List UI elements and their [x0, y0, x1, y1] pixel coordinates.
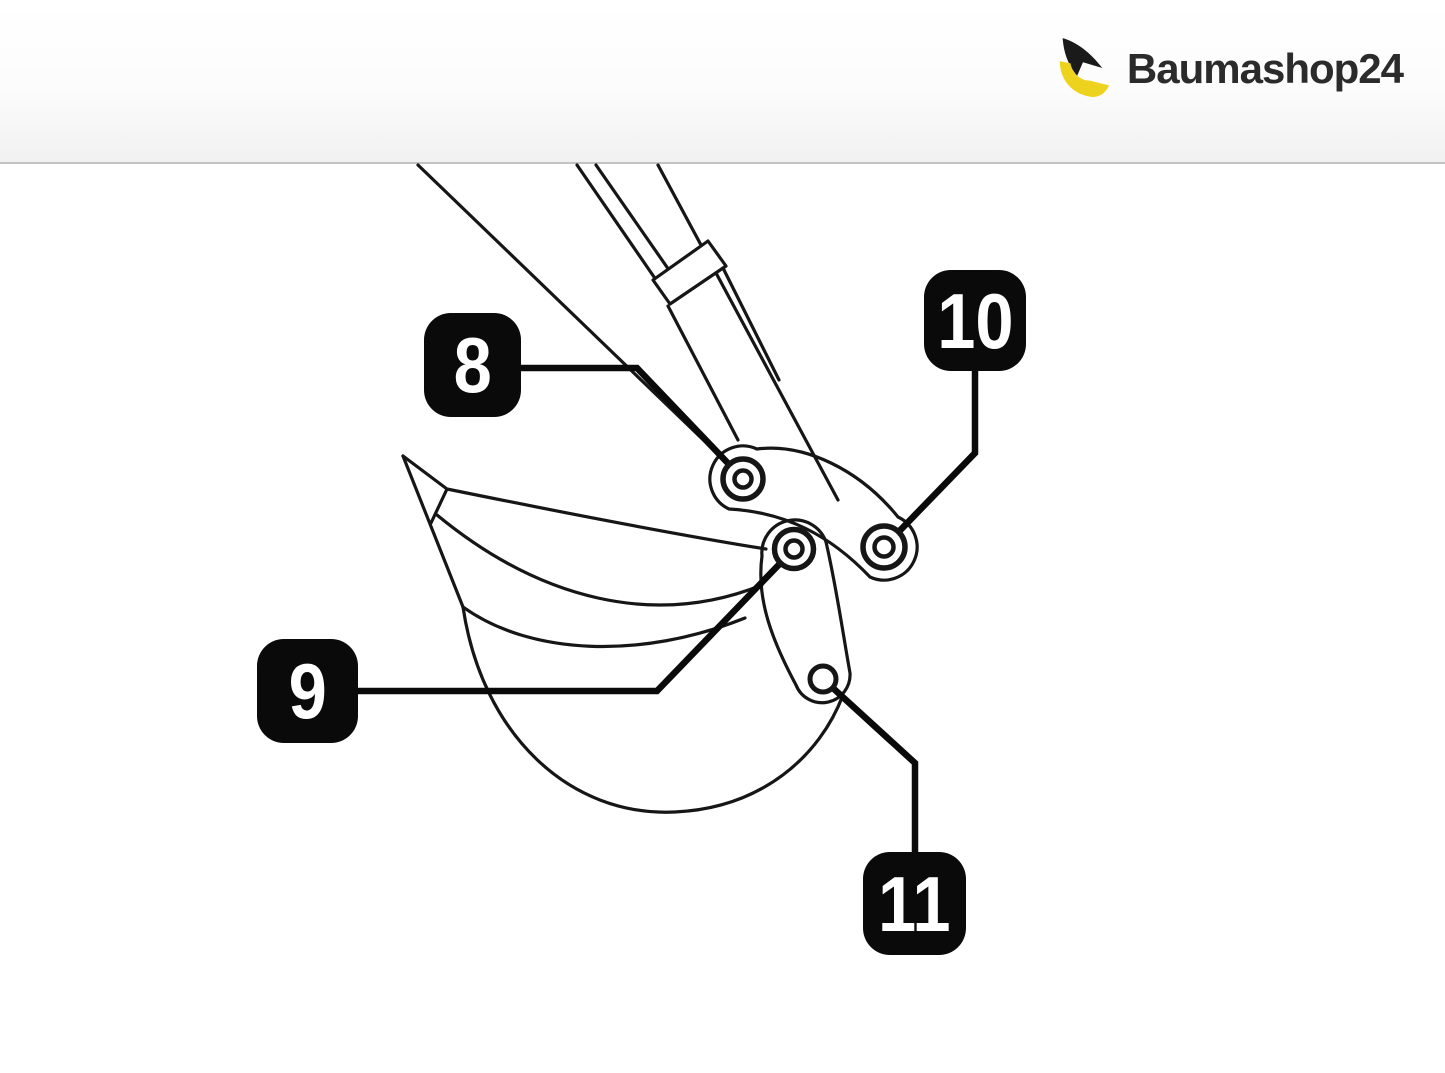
bucket-link — [708, 444, 919, 582]
cylinder-collar — [651, 239, 728, 306]
callout-lines — [356, 364, 979, 853]
logo-yellow-shape — [1059, 61, 1109, 98]
callout-8-label: 8 — [453, 321, 492, 409]
cylinder-rod-left — [575, 163, 665, 292]
bucket-top-rim — [401, 454, 768, 551]
pin-8-inner-ring — [732, 468, 754, 490]
bucket-bracket — [759, 518, 852, 705]
callout-10-label: 10 — [936, 276, 1014, 365]
bucket-lip-curve — [461, 605, 747, 649]
pin-10 — [860, 523, 908, 571]
header: Baumashop24 — [0, 0, 1445, 164]
callout-10-line — [881, 371, 979, 550]
callout-8: 8 — [424, 313, 521, 417]
cylinder-body-left — [666, 304, 740, 442]
callout-11-line — [820, 676, 919, 853]
callout-8-line — [520, 364, 746, 482]
baumashop24-logo-text: Baumashop24 — [1126, 45, 1404, 92]
bucket-inner-curve — [435, 513, 764, 607]
cylinder-body-right — [721, 266, 781, 382]
baumashop24-logo: Baumashop24 — [1053, 36, 1404, 102]
baumashop24-logo-icon — [1059, 38, 1109, 98]
logo-black-shape — [1062, 38, 1103, 76]
callout-11-label: 11 — [878, 859, 951, 948]
pin-9 — [771, 526, 817, 572]
excavator-line-art — [401, 163, 919, 814]
callout-9-line — [356, 546, 797, 695]
callout-10: 10 — [924, 270, 1026, 371]
pin-9-inner-ring — [783, 538, 805, 560]
bucket-tooth-base — [429, 487, 449, 525]
cylinder-rod-right — [594, 163, 680, 285]
pin-10-inner-ring — [872, 535, 896, 559]
callout-9: 9 — [257, 639, 358, 743]
bucket-blade-edge — [401, 454, 465, 609]
callout-9-label: 9 — [288, 647, 327, 735]
pin-11 — [807, 663, 839, 695]
pin-8 — [720, 456, 766, 502]
bucket-shell — [461, 605, 845, 814]
stick-right-edge — [656, 163, 840, 502]
callout-11: 11 — [863, 852, 966, 955]
pin-11-ring — [807, 663, 839, 695]
stick-left-edge — [416, 163, 722, 458]
